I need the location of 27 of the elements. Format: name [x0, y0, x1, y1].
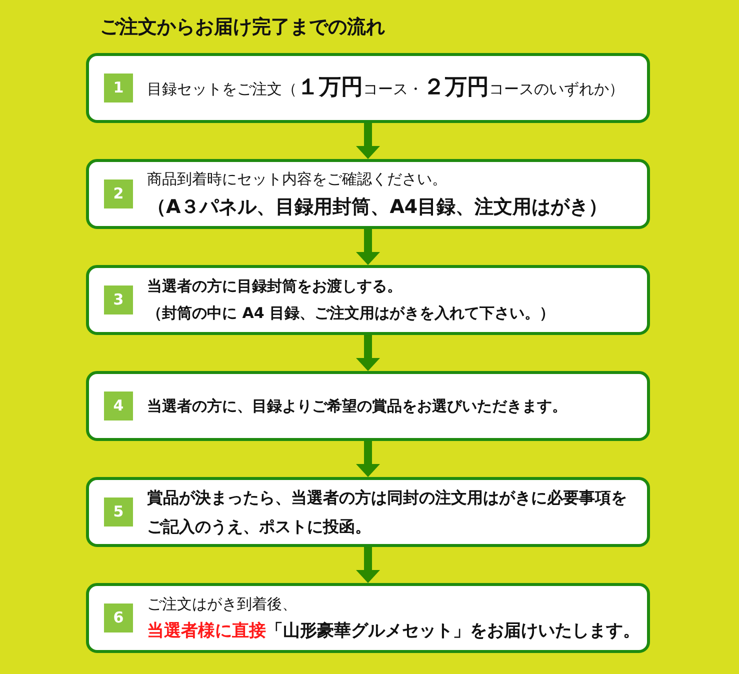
step-text: （封筒の中に A4 目録、ご注文用はがきを入れて下さい。） — [147, 303, 554, 324]
step-number: 3 — [104, 286, 133, 314]
step-number: 2 — [104, 180, 133, 208]
step-box — [86, 265, 650, 335]
step-number: 4 — [104, 392, 133, 420]
diagram-title: ご注文からお届け完了までの流れ — [100, 15, 385, 40]
arrow — [356, 335, 380, 371]
arrow — [356, 229, 380, 265]
step-text: 当選者の方に、目録よりご希望の賞品をお選びいただきます。 — [147, 396, 567, 417]
arrow — [356, 123, 380, 159]
step-text: 商品到着時にセット内容をご確認ください。 — [147, 169, 447, 190]
arrow — [356, 441, 380, 477]
step-number: 6 — [104, 604, 133, 632]
step-text: ご注文はがき到着後、 — [147, 594, 297, 614]
step-box — [86, 371, 650, 441]
step-text: 当選者様に直接「山形豪華グルメセット」をお届けいたします。 — [147, 620, 640, 642]
step-box — [86, 53, 650, 123]
arrow — [356, 547, 380, 583]
step-text: （A３パネル、目録用封筒、A4目録、注文用はがき） — [147, 195, 608, 220]
step-text: 賞品が決まったら、当選者の方は同封の注文用はがきに必要事項をご記入のうえ、ポストに投函。 — [147, 487, 628, 538]
step-text: 目録セットをご注文（１万円コース・２万円コースのいずれか） — [147, 74, 624, 102]
step-number: 5 — [104, 498, 133, 526]
step-box — [86, 159, 650, 229]
step-box — [86, 583, 650, 653]
step-text: 当選者の方に目録封筒をお渡しする。 — [147, 276, 402, 297]
step-number: 1 — [104, 74, 133, 102]
step-box — [86, 477, 650, 547]
